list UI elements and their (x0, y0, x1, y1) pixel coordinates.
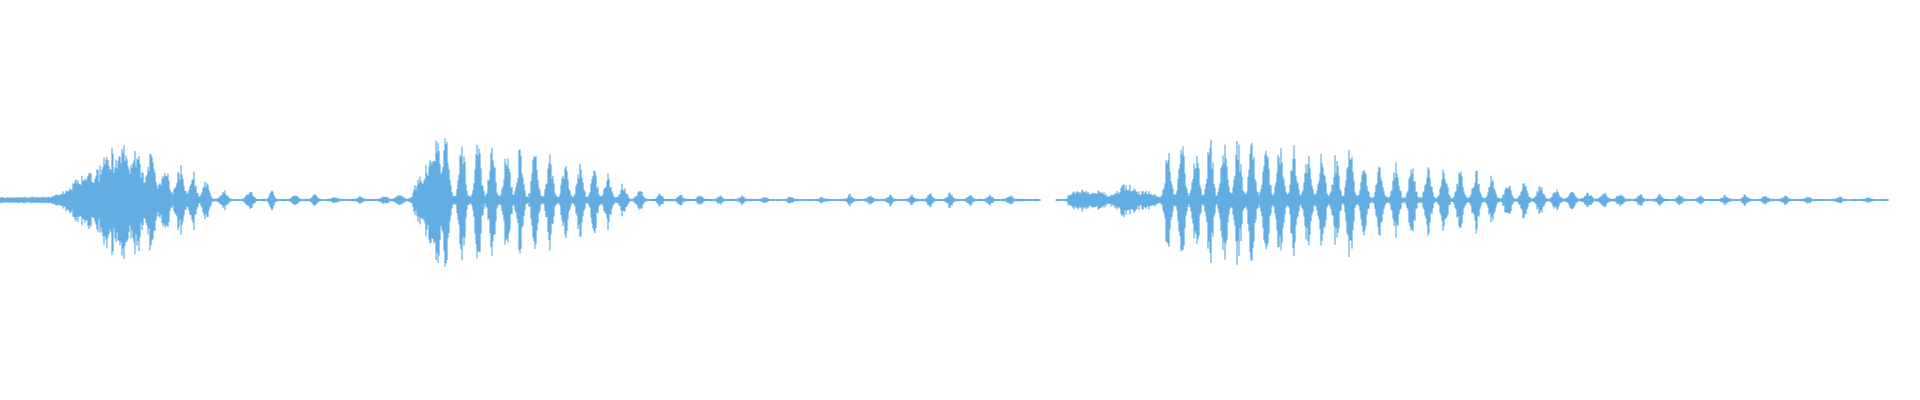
waveform-trace (0, 138, 1889, 267)
